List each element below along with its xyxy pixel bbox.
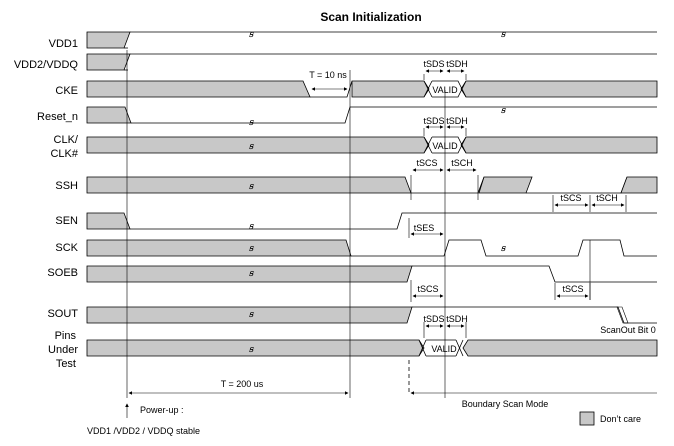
diagram-title: Scan Initialization [320,10,421,24]
powerup-label: Power-up : [140,405,184,415]
wave-clk [86,136,658,154]
svg-text:ꞩ: ꞩ [249,243,255,253]
scanout-label: ScanOut Bit 0 [600,325,656,335]
valid-pins-label: VALID [431,344,457,354]
wave-cke [86,80,658,98]
label-vdd2: VDD2/VDDQ [14,59,79,71]
tscs-label-3: tSCS [417,284,438,294]
wave-vdd2 [86,53,657,71]
legend: Don’t care [579,411,641,426]
vdd-stable-label: VDD1 /VDD2 / VDDQ stable [87,426,200,436]
break-markers: ꞩ ꞩ ꞩ ꞩ ꞩ ꞩ ꞩ ꞩ ꞩ ꞩ ꞩ ꞩ [249,29,507,354]
svg-text:ꞩ: ꞩ [501,243,507,253]
tscs-label-2: tSCS [560,193,581,203]
label-cke: CKE [55,85,78,97]
svg-text:ꞩ: ꞩ [501,105,507,115]
tsch-label-1: tSCH [451,158,473,168]
timing-labels: T = 10 ns tSDS tSDH tSDS tSDH tSCS tSCH … [87,59,656,436]
t10-label: T = 10 ns [309,70,347,80]
svg-text:ꞩ: ꞩ [249,221,255,231]
wave-soeb [86,265,657,283]
timing-arrows [125,69,657,418]
label-ssh: SSH [55,180,78,192]
label-soeb: SOEB [47,267,78,279]
label-sen: SEN [55,215,78,227]
boundary-label: Boundary Scan Mode [462,399,549,409]
tsds-label-1: tSDS [423,59,444,69]
svg-text:ꞩ: ꞩ [249,309,255,319]
tsch-label-2: tSCH [596,193,618,203]
tsdh-label-2: tSDH [446,116,468,126]
dont-care-swatch [579,411,595,426]
tscs-label-1: tSCS [416,158,437,168]
svg-text:ꞩ: ꞩ [249,141,255,151]
tscs-label-4: tSCS [562,284,583,294]
tsdh-label-1: tSDH [446,59,468,69]
label-vdd1: VDD1 [49,38,78,50]
valid-pins: VALID [426,339,457,357]
t200-label: T = 200 us [221,379,264,389]
tsds-label-2: tSDS [423,116,444,126]
dont-care-label: Don’t care [600,414,641,424]
label-reset: Reset_n [37,111,78,123]
label-under: Under [48,344,78,356]
svg-text:ꞩ: ꞩ [249,344,255,354]
svg-text:ꞩ: ꞩ [249,181,255,191]
label-clk: CLK/ [54,134,79,146]
wave-reset [86,106,657,124]
label-pins: Pins [55,330,77,342]
label-test: Test [56,358,76,370]
signal-labels: VDD1 VDD2/VDDQ CKE Reset_n CLK/ CLK# SSH… [14,38,79,370]
wave-pins [86,339,658,357]
svg-text:ꞩ: ꞩ [249,268,255,278]
wave-vdd1 [86,31,657,49]
tsdh-label-3: tSDH [446,314,468,324]
reference-lines [126,50,627,398]
label-clk-n: CLK# [50,148,78,160]
wave-sout [86,306,657,324]
wave-sen [86,212,657,230]
label-sout: SOUT [47,308,78,320]
tses-label: tSES [414,223,435,233]
svg-text:ꞩ: ꞩ [249,117,255,127]
tsds-label-3: tSDS [423,314,444,324]
wave-ssh [86,176,658,194]
svg-text:ꞩ: ꞩ [501,29,507,39]
wave-sck [86,239,657,257]
label-sck: SCK [55,242,78,254]
svg-text:ꞩ: ꞩ [249,29,255,39]
